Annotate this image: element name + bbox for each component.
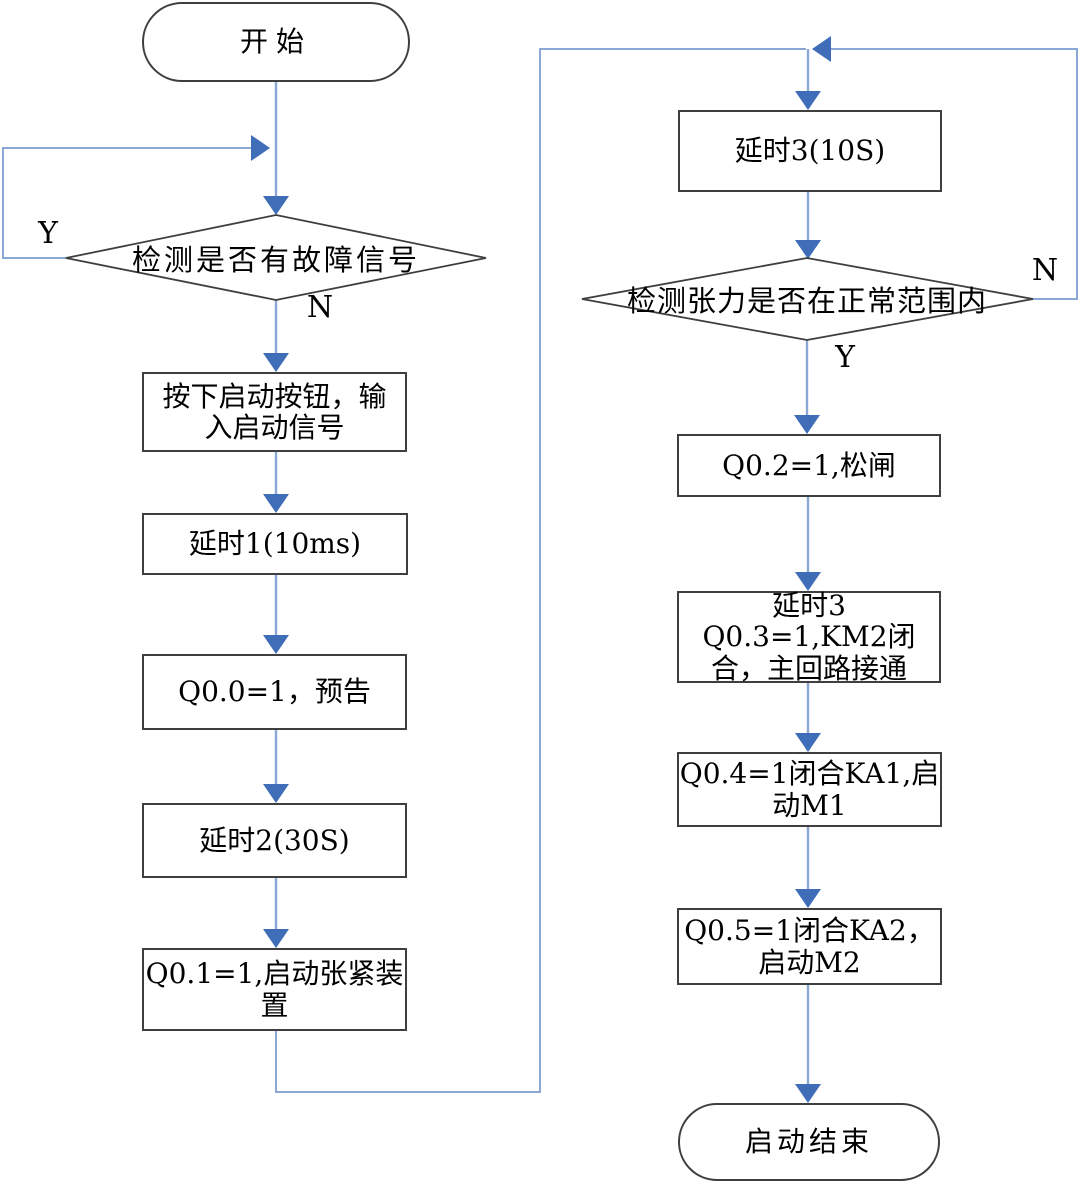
- connector-q01-to-junction: [275, 48, 806, 1093]
- arrow-down-icon: [795, 240, 821, 259]
- decision-check-tension-shape: [581, 257, 1034, 341]
- branch-label-tension-yes: Y: [835, 340, 855, 375]
- arrow-down-icon: [795, 889, 821, 908]
- arrow-left-icon: [812, 36, 831, 62]
- arrow-down-icon: [795, 733, 821, 752]
- node-q05-ka2: Q0.5=1闭合KA2， 启动M2: [677, 908, 942, 985]
- arrow-down-icon: [795, 1084, 821, 1103]
- node-q02-brake: Q0.2=1,松闸: [677, 434, 941, 497]
- arrow-down-icon: [263, 929, 289, 948]
- arrow-down-icon: [794, 415, 820, 434]
- node-check-fault: 检测是否有故障信号: [131, 242, 420, 277]
- arrow-down-icon: [795, 91, 821, 110]
- node-delay2: 延时2(30S): [142, 803, 407, 878]
- node-delay3: 延时3(10S): [678, 110, 942, 192]
- branch-label-tension-no: N: [1031, 253, 1059, 288]
- arrow-down-icon: [263, 635, 289, 654]
- arrow-down-icon: [263, 784, 289, 803]
- node-press-start: 按下启动按钮，输 入启动信号: [142, 372, 407, 452]
- node-check-tension: 检测张力是否在正常范围内: [626, 284, 987, 318]
- branch-label-fault-yes: Y: [38, 216, 58, 251]
- node-q01-tension: Q0.1=1,启动张紧装 置: [142, 948, 407, 1031]
- decision-check-fault-shape: [65, 214, 487, 301]
- arrow-down-icon: [263, 196, 289, 215]
- branch-label-fault-no: N: [306, 290, 334, 325]
- node-start: 开始: [142, 2, 410, 82]
- arrow-down-icon: [263, 353, 289, 372]
- node-q00-forewarn: Q0.0=1，预告: [142, 654, 407, 730]
- node-q03-km2: 延时3 Q0.3=1,KM2闭 合，主回路接通: [677, 590, 941, 684]
- node-delay1: 延时1(10ms): [142, 513, 408, 575]
- node-end: 启动结束: [678, 1103, 940, 1181]
- arrow-down-icon: [263, 494, 289, 513]
- node-q04-ka1: Q0.4=1闭合KA1,启 动M1: [677, 752, 942, 827]
- arrow-down-icon: [795, 572, 821, 591]
- connector-fault-yes-loop: [2, 147, 252, 259]
- arrow-right-icon: [251, 135, 270, 161]
- connector-tension-no-loop: [829, 48, 1078, 300]
